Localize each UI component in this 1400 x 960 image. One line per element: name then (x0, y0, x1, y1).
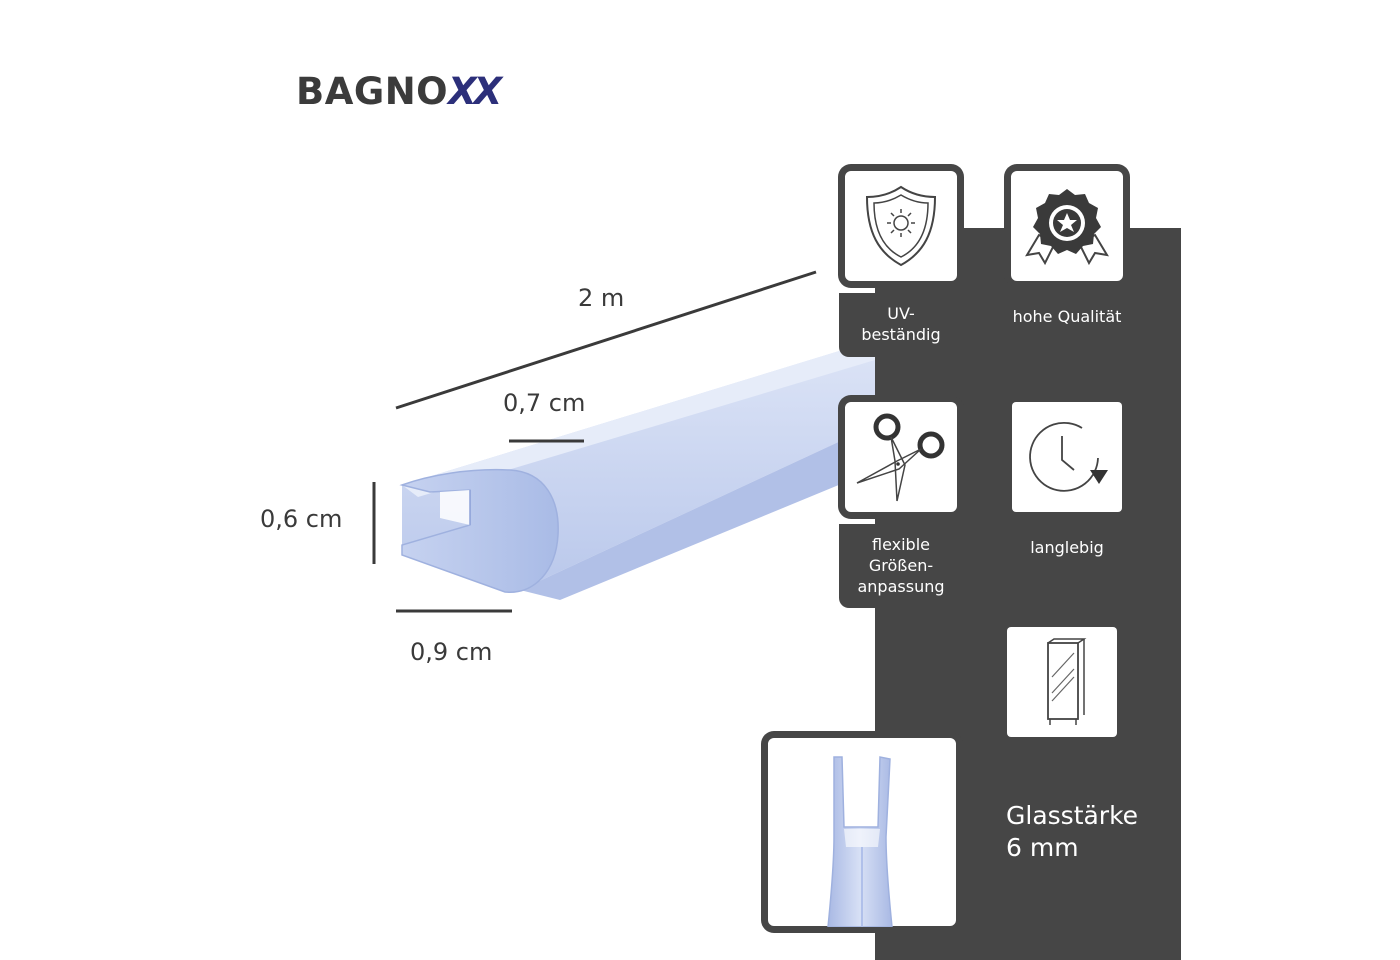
quality-badge-icon (1025, 189, 1109, 266)
feature-tile-uv (839, 165, 963, 287)
feature-caption-uv: UV- beständig (839, 293, 963, 357)
glass-thickness-value: 6 mm (1006, 833, 1079, 862)
seal-detail-tile (762, 732, 962, 932)
feature-caption-clock: langlebig (1005, 537, 1129, 558)
uv-shield-icon (865, 185, 937, 267)
feature-caption-scissors: flexible Größen- anpassung (839, 524, 963, 608)
seal-cross-section-image (827, 756, 893, 927)
brand-logo: BAGNOXX (296, 70, 502, 113)
dim-height-label: 0,6 cm (260, 505, 343, 533)
seal-profile (399, 340, 875, 600)
dim-length-label: 2 m (578, 284, 625, 312)
clock-arrow-icon (1029, 421, 1108, 492)
feature-tile-glass (1007, 627, 1117, 737)
feature-caption-quality: hohe Qualität (1005, 306, 1129, 327)
dim-width-bottom-label: 0,9 cm (410, 638, 493, 666)
brand-name-main: BAGNO (296, 70, 449, 113)
scissors-icon (856, 413, 945, 502)
feature-label-quality: hohe Qualität (1012, 307, 1122, 326)
feature-tile-clock (1012, 402, 1122, 512)
feature-tile-scissors (839, 396, 963, 518)
dim-width-top-label: 0,7 cm (503, 389, 586, 417)
dim-line-length (395, 270, 817, 410)
brand-name-accent: XX (448, 70, 502, 113)
glass-thickness-label: Glasstärke (1006, 801, 1139, 830)
glass-pane-icon (1047, 638, 1087, 725)
glass-thickness-text: Glasstärke 6 mm (1006, 800, 1138, 864)
feature-label-scissors: flexible Größen- anpassung (857, 535, 945, 596)
feature-label-uv: UV- beständig (861, 304, 941, 344)
feature-tile-quality (1005, 165, 1129, 287)
feature-label-clock: langlebig (1030, 538, 1104, 557)
